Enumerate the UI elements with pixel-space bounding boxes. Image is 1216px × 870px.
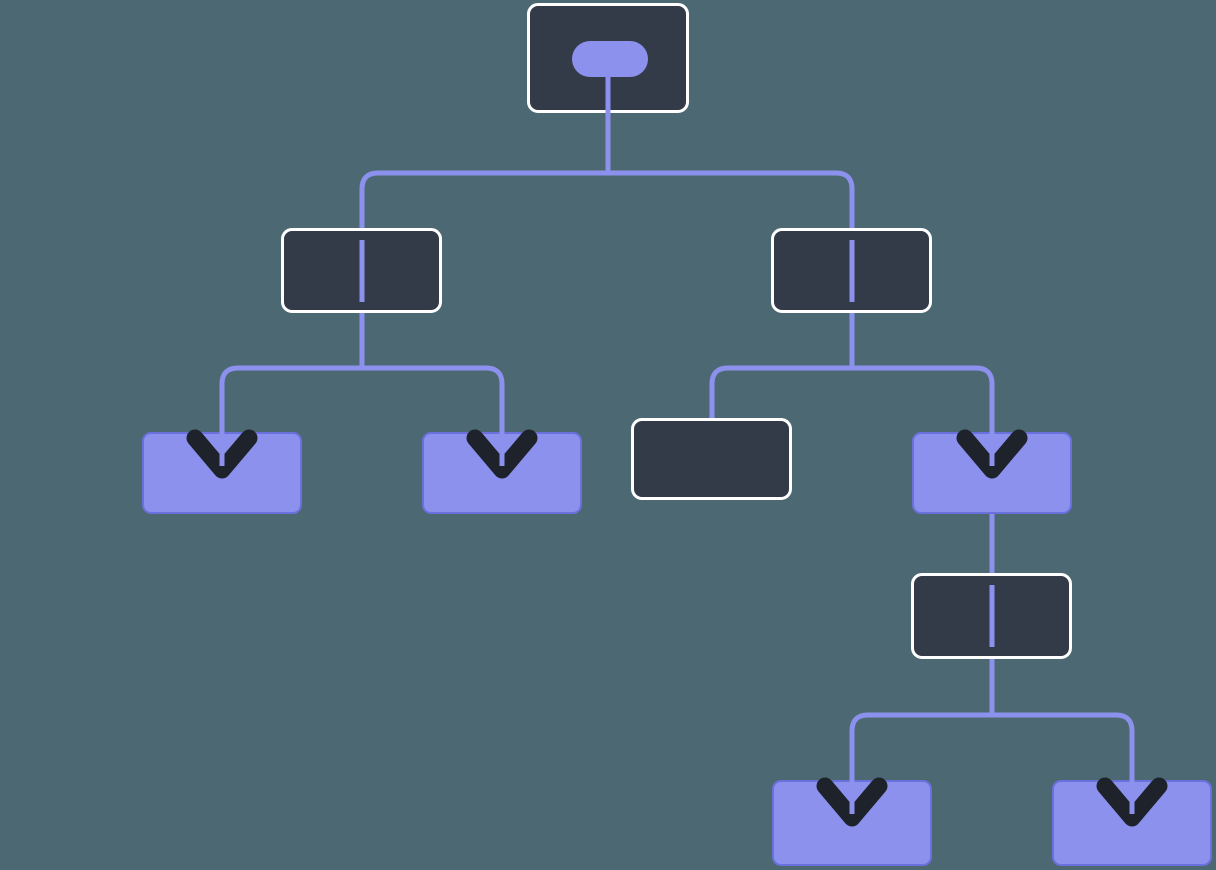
branch-node-left[interactable] [281,228,442,313]
root-node[interactable] [527,3,689,113]
leaf-node-1[interactable] [142,432,302,514]
edge-branch-right-to-leaf-3[interactable] [709,365,852,418]
leaf-node-2[interactable] [422,432,582,514]
leaf-node-4[interactable] [772,780,932,866]
branch-node-deep[interactable] [911,573,1072,659]
branch-node-right[interactable] [771,228,932,313]
leaf-node-5[interactable] [1052,780,1212,866]
branch-node-right-child[interactable] [912,432,1072,514]
leaf-node-3-collapsed[interactable] [631,418,792,500]
